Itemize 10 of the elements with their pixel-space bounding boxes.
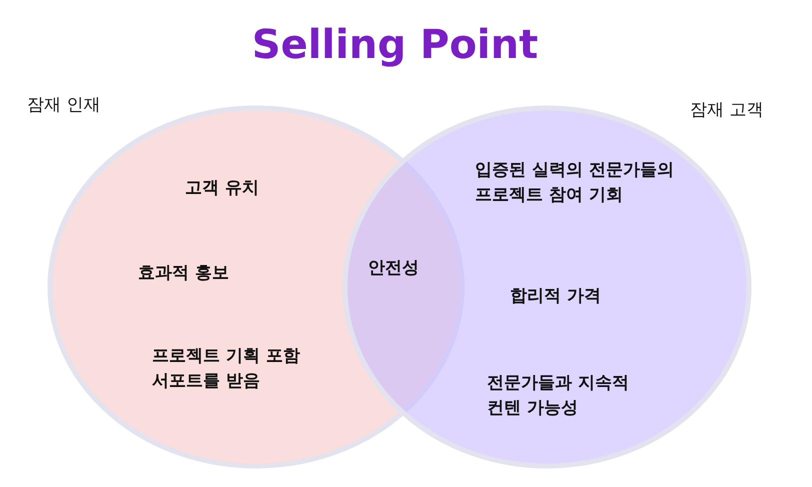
overlap-label: 안전성 [368, 257, 420, 280]
circle-item: 합리적 가격 [510, 285, 602, 308]
circle-heading: 잠재 인재 [27, 94, 102, 117]
circle-item: 효과적 홍보 [138, 262, 230, 285]
circle-item: 프로젝트 기획 포함 서포트를 받음 [152, 345, 301, 393]
circle-item: 고객 유치 [185, 177, 260, 200]
circle-heading: 잠재 고객 [690, 99, 764, 122]
circle-item: 전문가들과 지속적 컨텐 가능성 [487, 372, 630, 420]
circle-item: 입증된 실력의 전문가들의 프로젝트 참여 기회 [475, 159, 675, 207]
diagram-title: Selling Point [250, 22, 540, 68]
